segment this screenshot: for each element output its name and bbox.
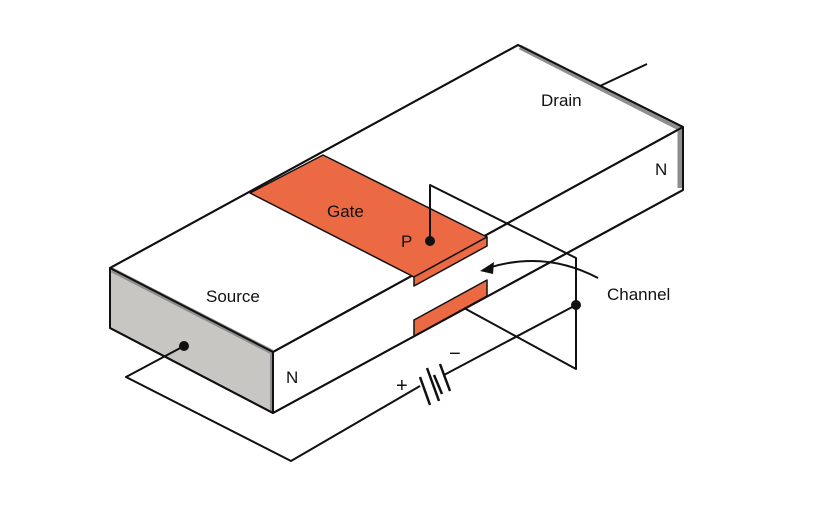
gate-wire-upper [429, 184, 577, 305]
gate-contact-dot [425, 236, 435, 246]
gate-wire-lower [463, 305, 577, 370]
channel-arrowhead [480, 262, 494, 274]
n-source-label: N [286, 368, 298, 387]
battery [418, 363, 452, 406]
channel-label: Channel [607, 285, 670, 304]
drain-label: Drain [541, 91, 582, 110]
source-label: Source [206, 287, 260, 306]
drain-edge-shade [518, 44, 683, 132]
upper-gate-plate [413, 236, 488, 287]
p-region-label: P [401, 232, 412, 251]
channel-arrow [487, 259, 599, 279]
n-drain-label: N [655, 160, 667, 179]
source-contact-dot [179, 341, 189, 351]
battery-plus-label: + [396, 375, 408, 397]
circuit-wires [125, 184, 577, 462]
battery-minus-label: − [449, 343, 461, 365]
drain-lead-wire [599, 63, 648, 87]
battery-minus-wire [443, 304, 577, 376]
junction-dot [571, 300, 581, 310]
battery-plus-wire [125, 345, 421, 462]
lower-gate-plate [413, 279, 488, 337]
gate-label: Gate [327, 202, 364, 221]
